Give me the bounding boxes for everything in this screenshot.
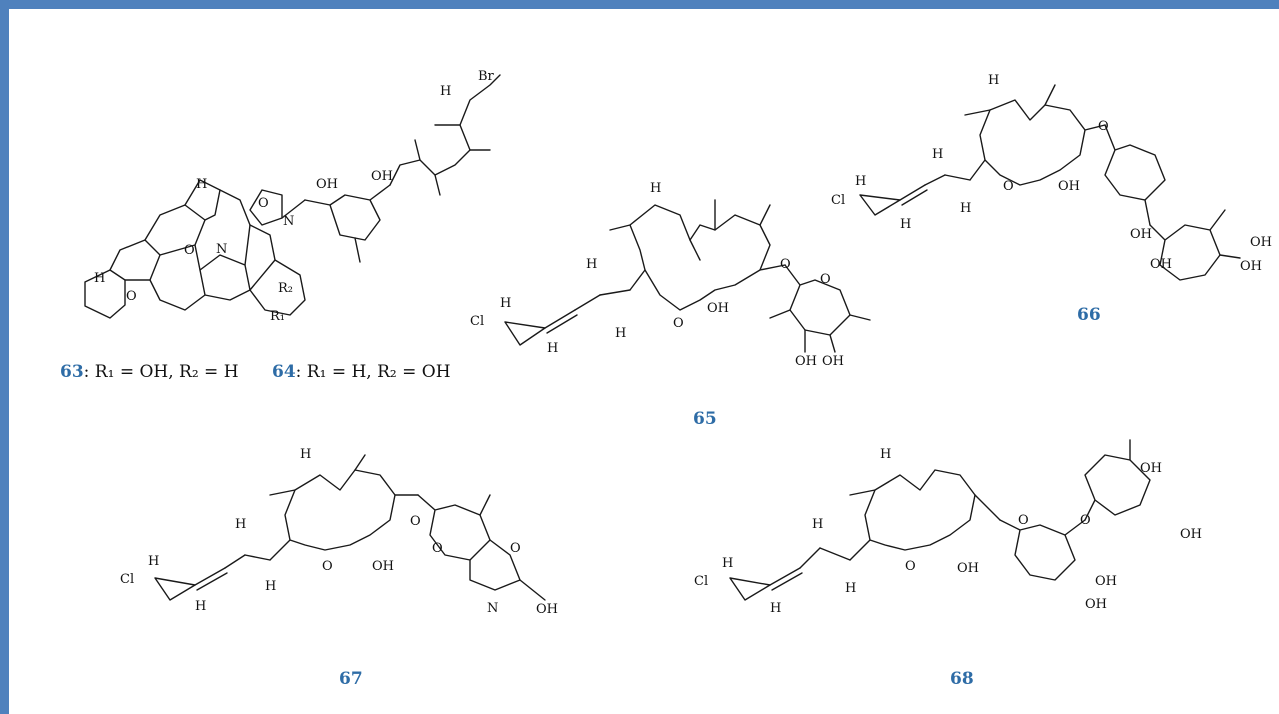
atom-cl: Cl [470,314,484,329]
atom-h: H [988,73,999,88]
atom-n: N [487,601,498,616]
structure-66: Cl H H H H H O OH O OH OH OH OH [831,73,1272,281]
label-67: 67 [339,669,363,689]
atom-o: O [1018,513,1029,528]
atom-h: H [722,556,733,571]
atom-o: O [1080,513,1091,528]
atom-o: O [258,196,269,211]
atom-h: H [812,517,823,532]
atom-h: H [195,599,206,614]
atom-h: H [547,341,558,356]
caption-64-text: : R₁ = H, R₂ = OH [296,362,451,382]
atom-n: N [283,214,294,229]
structure-65: Cl H H H H H O OH O O OH OH [470,181,871,369]
atom-h: H [880,447,891,462]
label-65: 65 [693,409,717,429]
caption-63-number: 63 [60,362,84,382]
atom-oh: OH [1150,257,1172,272]
atom-o: O [184,243,195,258]
atom-h: H [148,554,159,569]
structure-67: Cl H H H H H O OH O O O N OH [120,447,558,617]
atom-n: N [216,242,227,257]
label-66: 66 [1077,305,1101,325]
atom-oh: OH [822,354,844,369]
atom-h: H [855,174,866,189]
atom-r1: R₁ [270,309,285,324]
atom-oh: OH [1058,179,1080,194]
atom-oh: OH [1180,527,1202,542]
atom-o: O [905,559,916,574]
atom-cl: Cl [831,193,845,208]
atom-oh: OH [372,559,394,574]
atom-h: H [900,217,911,232]
atom-h: H [615,326,626,341]
atom-oh: OH [1140,461,1162,476]
caption-63: 63: R₁ = OH, R₂ = H [60,362,239,382]
structure-63-64: Br O N O N OH OH O R₁ R₂ H H H [84,69,501,324]
atom-oh: OH [1085,597,1107,612]
atom-oh: OH [1250,235,1272,250]
atom-br: Br [478,69,495,84]
atom-oh: OH [536,602,558,617]
atom-h: H [500,296,511,311]
atom-o: O [510,541,521,556]
atom-o: O [322,559,333,574]
atom-h: H [300,447,311,462]
atom-r2: R₂ [278,281,293,296]
atom-o: O [673,316,684,331]
atom-h: H [845,581,856,596]
atom-oh: OH [957,561,979,576]
atom-o: O [1003,179,1014,194]
atom-h: H [196,177,207,192]
atom-oh: OH [316,177,338,192]
atom-o: O [126,289,137,304]
caption-64: 64: R₁ = H, R₂ = OH [272,362,451,382]
atom-h: H [960,201,971,216]
atom-o: O [780,257,791,272]
caption-64-number: 64 [272,362,296,382]
atom-oh: OH [371,169,393,184]
atom-oh: OH [707,301,729,316]
atom-o: O [432,541,443,556]
atom-h: H [265,579,276,594]
atom-h: H [440,84,451,99]
atom-h: H [586,257,597,272]
atom-h: H [94,271,105,286]
atom-cl: Cl [120,572,134,587]
atom-o: O [1098,119,1109,134]
atom-oh: OH [1130,227,1152,242]
atom-oh: OH [795,354,817,369]
label-68: 68 [950,669,974,689]
atom-o: O [410,514,421,529]
atom-h: H [770,601,781,616]
atom-h: H [650,181,661,196]
atom-h: H [235,517,246,532]
atom-cl: Cl [694,574,708,589]
atom-oh: OH [1240,259,1262,274]
caption-63-text: : R₁ = OH, R₂ = H [84,362,239,382]
atom-o: O [820,272,831,287]
atom-h: H [932,147,943,162]
atom-oh: OH [1095,574,1117,589]
structure-68: Cl H H H H H O OH O O OH OH OH OH [694,439,1202,616]
